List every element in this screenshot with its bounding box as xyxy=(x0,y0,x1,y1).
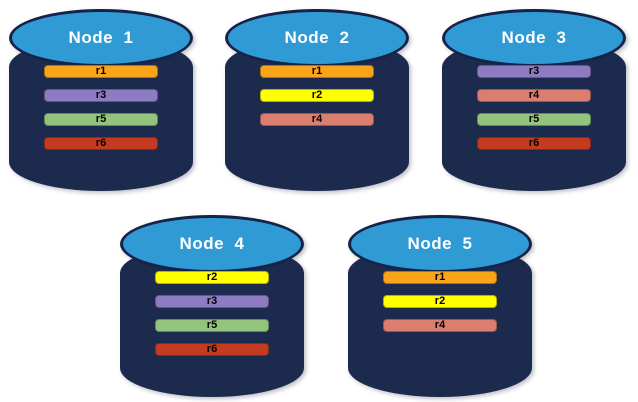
replica-bar: r3 xyxy=(477,65,591,78)
node-3-cylinder-top: Node 3 xyxy=(442,9,626,67)
node-1-label: Node 1 xyxy=(68,28,134,47)
replica-bar: r5 xyxy=(44,113,158,126)
node-4-label: Node 4 xyxy=(179,234,245,253)
node-2: Node 2 r1 r2 r4 xyxy=(225,9,409,191)
replica-bar: r5 xyxy=(477,113,591,126)
replica-bar: r4 xyxy=(383,319,497,332)
node-5-replica-list: r1 r2 r4 xyxy=(348,271,532,332)
replica-bar: r2 xyxy=(260,89,374,102)
replica-bar: r6 xyxy=(477,137,591,150)
replica-bar: r6 xyxy=(155,343,269,356)
node-3-label: Node 3 xyxy=(501,28,567,47)
replica-bar: r4 xyxy=(260,113,374,126)
replica-bar: r3 xyxy=(44,89,158,102)
node-5: Node 5 r1 r2 r4 xyxy=(348,215,532,397)
replica-bar: r2 xyxy=(383,295,497,308)
replica-bar: r3 xyxy=(155,295,269,308)
node-1-replica-list: r1 r3 r5 r6 xyxy=(9,65,193,150)
replica-bar: r1 xyxy=(44,65,158,78)
node-4: Node 4 r2 r3 r5 r6 xyxy=(120,215,304,397)
node-2-label: Node 2 xyxy=(284,28,350,47)
node-5-cylinder-top: Node 5 xyxy=(348,215,532,273)
node-1: Node 1 r1 r3 r5 r6 xyxy=(9,9,193,191)
node-4-cylinder-top: Node 4 xyxy=(120,215,304,273)
node-2-cylinder-top: Node 2 xyxy=(225,9,409,67)
node-2-replica-list: r1 r2 r4 xyxy=(225,65,409,126)
replica-bar: r1 xyxy=(260,65,374,78)
node-4-replica-list: r2 r3 r5 r6 xyxy=(120,271,304,356)
node-5-label: Node 5 xyxy=(407,234,473,253)
replica-bar: r1 xyxy=(383,271,497,284)
replica-bar: r6 xyxy=(44,137,158,150)
node-3-replica-list: r3 r4 r5 r6 xyxy=(442,65,626,150)
replica-bar: r4 xyxy=(477,89,591,102)
replica-bar: r5 xyxy=(155,319,269,332)
node-3: Node 3 r3 r4 r5 r6 xyxy=(442,9,626,191)
node-1-cylinder-top: Node 1 xyxy=(9,9,193,67)
replica-bar: r2 xyxy=(155,271,269,284)
